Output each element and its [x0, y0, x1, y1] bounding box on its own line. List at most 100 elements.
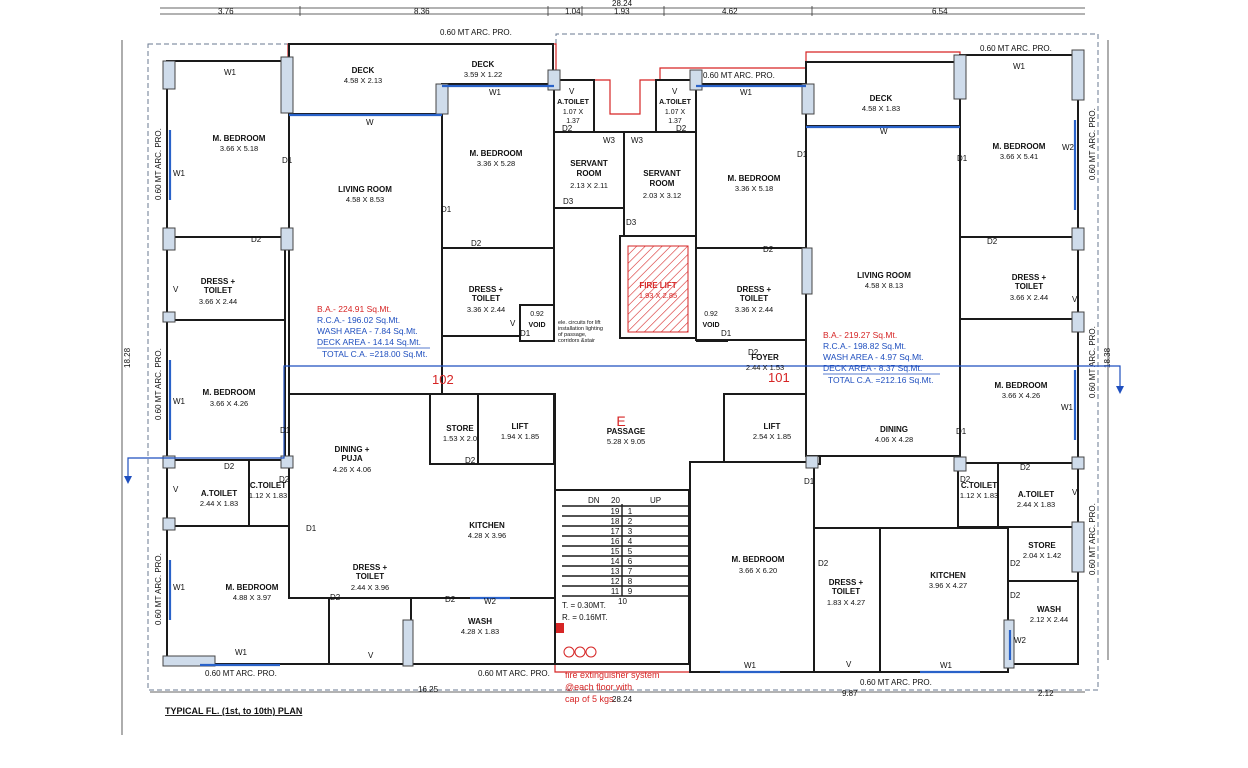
stair-step-left: 15	[611, 547, 620, 556]
opening-tag: D2	[465, 456, 476, 465]
top-dimension-line: 3.76 8.36 1.04 28.24 1.93 4.62 6.54	[160, 0, 1085, 16]
bed1-dims: 3.66 X 5.18	[220, 144, 258, 153]
passage-letter: E	[616, 413, 625, 429]
stair-top: 20	[611, 496, 620, 505]
wash-dims: 2.12 X 2.44	[1030, 615, 1068, 624]
arc-pro-right-3: 0.60 MT ARC. PRO.	[1088, 503, 1097, 575]
lift-right-dims: 2.54 X 1.85	[753, 432, 791, 441]
dress1-dims: 3.66 X 2.44	[199, 297, 237, 306]
deck1-dims: 4.58 X 2.13	[344, 76, 382, 85]
bed4-dims: 4.88 X 3.97	[233, 593, 271, 602]
stair-step-left: 16	[611, 537, 620, 546]
wash-label: WASH	[468, 617, 492, 626]
bed2-label: M. BEDROOM	[993, 142, 1046, 151]
atoilet-dims: 2.44 X 1.83	[200, 499, 238, 508]
stair-up: UP	[650, 496, 661, 505]
bed3-label: M. BEDROOM	[995, 381, 1048, 390]
stair-step-left: 12	[611, 577, 620, 586]
opening-tag: W	[366, 118, 374, 127]
opening-tag: W1	[489, 88, 502, 97]
store-label: STORE	[1028, 541, 1056, 550]
a-toilet-left-label: A.TOILET	[557, 99, 589, 106]
stair-dn: DN	[588, 496, 600, 505]
opening-tag: D1	[721, 329, 732, 338]
dining-dims: 4.26 X 4.06	[333, 465, 371, 474]
opening-tag: D1	[280, 426, 291, 435]
deck-area-101: DECK AREA - 8.37 Sq.Mt.	[823, 363, 922, 373]
flat-102-walls	[166, 43, 556, 665]
void-left-dims: 0.92	[530, 311, 544, 318]
opening-tag: V	[569, 87, 575, 96]
foyer-label: FOYER	[751, 353, 779, 362]
kitchen-dims: 3.96 X 4.27	[929, 581, 967, 590]
passage-label: PASSAGE	[607, 427, 646, 436]
dim-bottom-2: 9.87	[842, 689, 858, 698]
lift-left-label: LIFT	[512, 422, 529, 431]
rca-102: R.C.A.- 196.02 Sq.Mt.	[317, 315, 400, 325]
bed2-label: M. BEDROOM	[470, 149, 523, 158]
deck1-label: DECK	[352, 66, 375, 75]
arc-pro-top-mid: 0.60 MT ARC. PRO.	[703, 71, 775, 80]
opening-tag: V	[846, 660, 852, 669]
atoilet-dims: 2.44 X 1.83	[1017, 500, 1055, 509]
servant-left-dims: 2.13 X 2.11	[570, 181, 608, 190]
opening-tag: W1	[940, 661, 953, 670]
foyer-dims: 2.44 X 1.53	[746, 363, 784, 372]
opening-tag: W1	[224, 68, 237, 77]
wash-area-102: WASH AREA - 7.84 Sq.Mt.	[317, 326, 418, 336]
fire-extinguisher-icon	[563, 646, 597, 658]
opening-tag: D2	[748, 348, 759, 357]
dress1-dims: 3.36 X 2.44	[735, 305, 773, 314]
wash-dims: 4.28 X 1.83	[461, 627, 499, 636]
ctoilet-label: C.TOILET	[961, 481, 997, 490]
arc-pro-top-right: 0.60 MT ARC. PRO.	[980, 44, 1052, 53]
servant-right-dims: 2.03 X 3.12	[643, 191, 681, 200]
passage-dims: 5.28 X 9.05	[607, 437, 645, 446]
living-label: LIVING ROOM	[857, 271, 911, 280]
dim-top-5: 4.62	[722, 7, 738, 16]
atoilet-label: A.TOILET	[1018, 490, 1054, 499]
stair-step-left: 17	[611, 527, 620, 536]
dim-right-total: 18.38	[1103, 347, 1112, 368]
fire-lift-label: FIRE LIFT	[639, 281, 676, 290]
opening-tag: D1	[804, 477, 815, 486]
opening-tag: D2	[1020, 463, 1031, 472]
void-right-dims: 0.92	[704, 311, 718, 318]
stair-step-right: 5	[628, 547, 633, 556]
arc-pro-left-3: 0.60 MT ARC. PRO.	[154, 553, 163, 625]
arc-pro-top-left: 0.60 MT ARC. PRO.	[440, 28, 512, 37]
opening-tag: V	[173, 485, 179, 494]
lift-right-label: LIFT	[764, 422, 781, 431]
living-label: LIVING ROOM	[338, 185, 392, 194]
bed3-label: M. BEDROOM	[203, 388, 256, 397]
flat-101-number: 101	[768, 370, 790, 385]
dim-top-1: 3.76	[218, 7, 234, 16]
bed4-label: M. BEDROOM	[226, 583, 279, 592]
stair-step-right: 3	[628, 527, 633, 536]
opening-tag: D2	[251, 235, 262, 244]
stair-step-left: 14	[611, 557, 620, 566]
opening-tag: W3	[631, 136, 644, 145]
opening-tag: W1	[173, 583, 186, 592]
bottom-dimension-line: 16.25 28.24 9.87 2.12	[150, 685, 1085, 704]
deck2-dims: 3.59 X 1.22	[464, 70, 502, 79]
dress2-dims: 3.36 X 2.44	[467, 305, 505, 314]
opening-tag: D2	[330, 593, 341, 602]
dim-left-total: 18.28	[123, 347, 132, 368]
opening-tag: W1	[173, 397, 186, 406]
dim-top-total: 28.24	[612, 0, 633, 8]
flat-102-labels: DECK 4.58 X 2.13 DECK 3.59 X 1.22 M. BED…	[199, 60, 523, 636]
section-line	[124, 365, 1124, 484]
opening-tag: D2	[960, 475, 971, 484]
bed1-label: M. BEDROOM	[728, 174, 781, 183]
fire-lift-dims: 1.93 X 2.85	[639, 291, 677, 300]
wash-label: WASH	[1037, 605, 1061, 614]
stair-step-right: 7	[628, 567, 633, 576]
opening-tag: D2	[676, 124, 687, 133]
window-lines	[168, 84, 1077, 674]
